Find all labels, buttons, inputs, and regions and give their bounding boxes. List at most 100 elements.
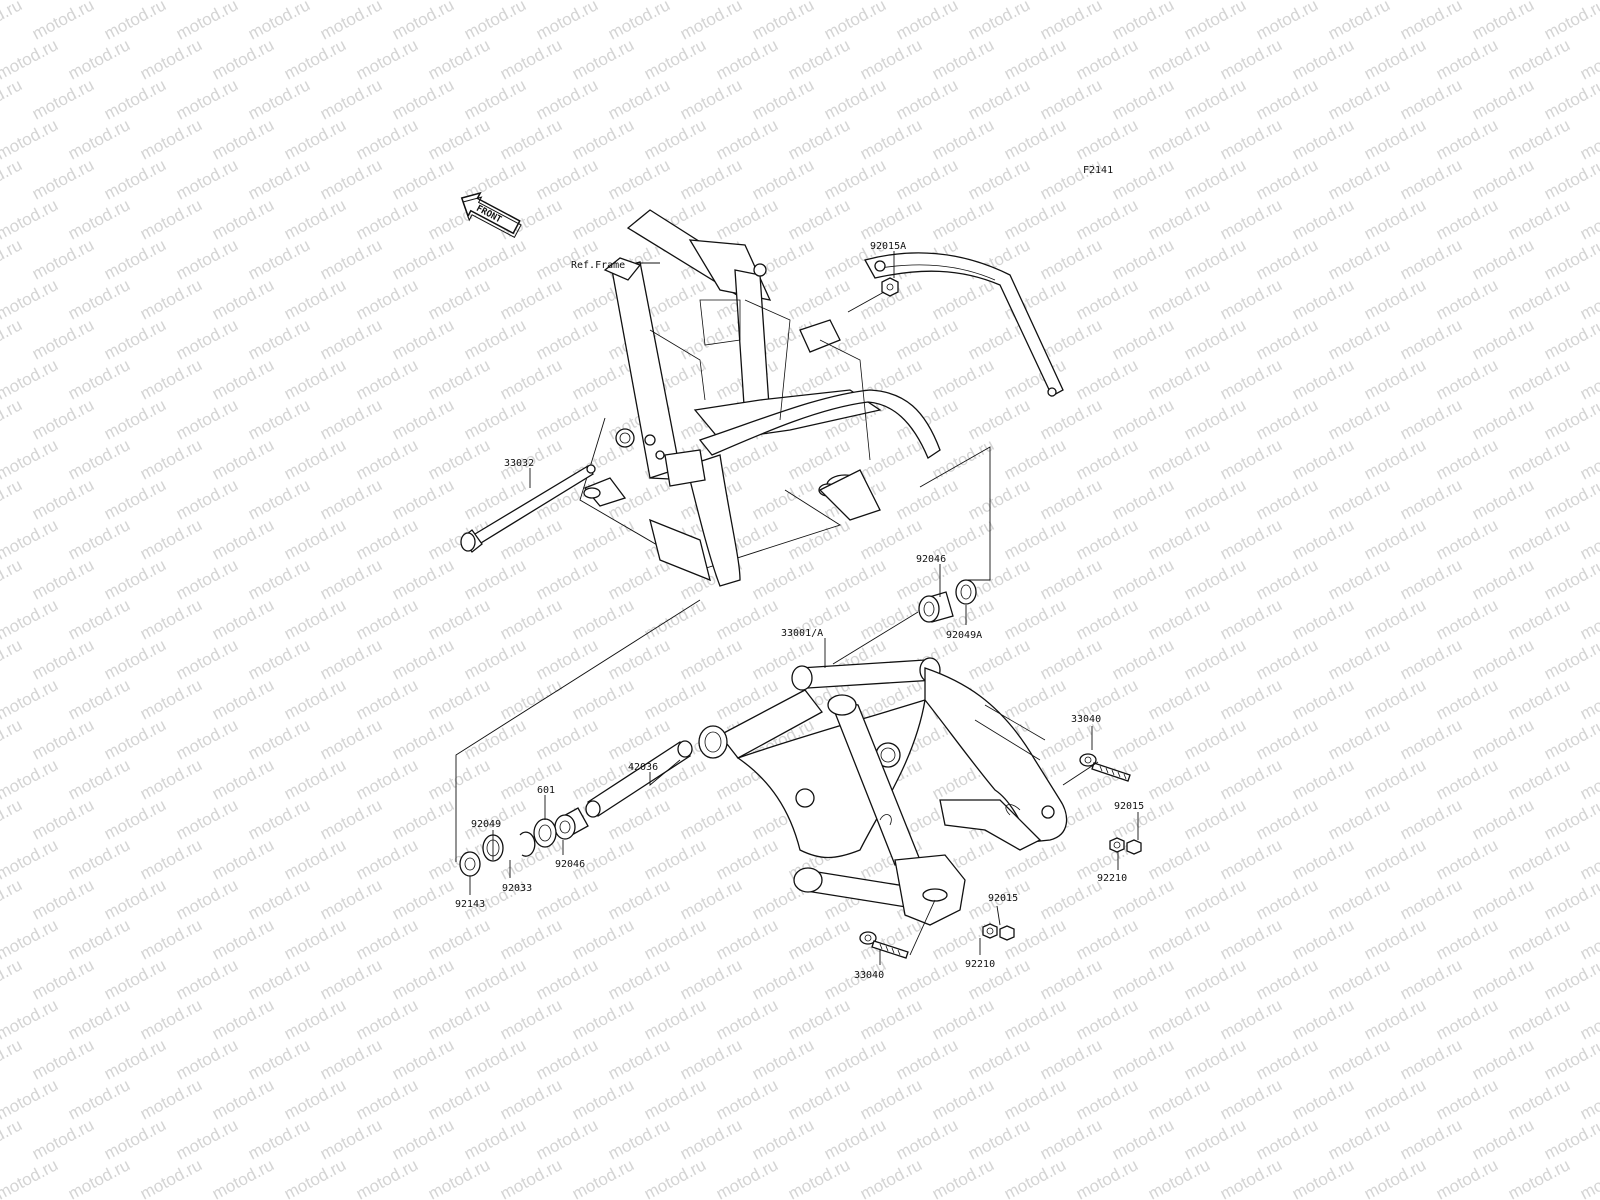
callout-92015A: 92015A bbox=[870, 241, 906, 252]
watermark-text: motod.ru bbox=[0, 1115, 25, 1163]
watermark-text: motod.ru bbox=[1253, 235, 1321, 283]
watermark-text: motod.ru bbox=[1109, 635, 1177, 683]
watermark-text: motod.ru bbox=[389, 235, 457, 283]
watermark-text: motod.ru bbox=[1037, 235, 1105, 283]
watermark-text: motod.ru bbox=[1181, 0, 1249, 44]
watermark-text: motod.ru bbox=[821, 75, 889, 123]
watermark-text: motod.ru bbox=[749, 475, 817, 523]
watermark-text: motod.ru bbox=[569, 35, 637, 83]
watermark-text: motod.ru bbox=[1433, 355, 1501, 403]
watermark-text: motod.ru bbox=[1361, 995, 1429, 1043]
watermark-text: motod.ru bbox=[0, 355, 61, 403]
watermark-text: motod.ru bbox=[0, 75, 25, 123]
watermark-text: motod.ru bbox=[1253, 795, 1321, 843]
watermark-text: motod.ru bbox=[209, 595, 277, 643]
watermark-text: motod.ru bbox=[1505, 435, 1573, 483]
watermark-text: motod.ru bbox=[1289, 675, 1357, 723]
watermark-text: motod.ru bbox=[317, 635, 385, 683]
watermark-text: motod.ru bbox=[281, 1075, 349, 1123]
watermark-text: motod.ru bbox=[1325, 555, 1393, 603]
watermark-text: motod.ru bbox=[533, 75, 601, 123]
watermark-text: motod.ru bbox=[1397, 395, 1465, 443]
watermark-text: motod.ru bbox=[461, 75, 529, 123]
watermark-text: motod.ru bbox=[1469, 875, 1537, 923]
watermark-text: motod.ru bbox=[1433, 995, 1501, 1043]
watermark-text: motod.ru bbox=[0, 435, 61, 483]
watermark-text: motod.ru bbox=[317, 1035, 385, 1083]
watermark-text: motod.ru bbox=[353, 435, 421, 483]
watermark-text: motod.ru bbox=[101, 795, 169, 843]
watermark-text: motod.ru bbox=[569, 675, 637, 723]
watermark-text: motod.ru bbox=[929, 1075, 997, 1123]
watermark-text: motod.ru bbox=[1361, 675, 1429, 723]
watermark-text: motod.ru bbox=[1361, 115, 1429, 163]
watermark-text: motod.ru bbox=[1433, 35, 1501, 83]
watermark-text: motod.ru bbox=[29, 555, 97, 603]
watermark-text: motod.ru bbox=[533, 635, 601, 683]
watermark-text: motod.ru bbox=[65, 755, 133, 803]
watermark-text: motod.ru bbox=[605, 75, 673, 123]
watermark-text: motod.ru bbox=[1469, 955, 1537, 1003]
watermark-text: motod.ru bbox=[29, 155, 97, 203]
watermark-text: motod.ru bbox=[1253, 155, 1321, 203]
watermark-text: motod.ru bbox=[785, 275, 853, 323]
watermark-text: motod.ru bbox=[857, 35, 925, 83]
watermark-text: motod.ru bbox=[173, 635, 241, 683]
watermark-text: motod.ru bbox=[173, 0, 241, 44]
watermark-text: motod.ru bbox=[317, 1115, 385, 1163]
watermark-text: motod.ru bbox=[281, 355, 349, 403]
watermark-text: motod.ru bbox=[65, 1155, 133, 1200]
watermark-text: motod.ru bbox=[1001, 1075, 1069, 1123]
watermark-text: motod.ru bbox=[965, 75, 1033, 123]
watermark-text: motod.ru bbox=[1109, 395, 1177, 443]
watermark-text: motod.ru bbox=[1289, 355, 1357, 403]
watermark-text: motod.ru bbox=[1541, 235, 1600, 283]
watermark-text: motod.ru bbox=[281, 915, 349, 963]
watermark-text: motod.ru bbox=[857, 1075, 925, 1123]
callout-33040-bottom: 33040 bbox=[854, 970, 884, 981]
watermark-text: motod.ru bbox=[425, 35, 493, 83]
watermark-text: motod.ru bbox=[749, 555, 817, 603]
watermark-text: motod.ru bbox=[245, 315, 313, 363]
watermark-text: motod.ru bbox=[1109, 1035, 1177, 1083]
watermark-text: motod.ru bbox=[1145, 595, 1213, 643]
watermark-text: motod.ru bbox=[677, 875, 745, 923]
watermark-text: motod.ru bbox=[713, 915, 781, 963]
watermark-text: motod.ru bbox=[0, 155, 25, 203]
watermark-text: motod.ru bbox=[1361, 835, 1429, 883]
watermark-text: motod.ru bbox=[29, 75, 97, 123]
watermark-text: motod.ru bbox=[1109, 155, 1177, 203]
watermark-text: motod.ru bbox=[1217, 515, 1285, 563]
watermark-text: motod.ru bbox=[389, 635, 457, 683]
callout-92015-right: 92015 bbox=[1114, 801, 1144, 812]
collar-42036 bbox=[585, 740, 693, 818]
watermark-text: motod.ru bbox=[1397, 315, 1465, 363]
watermark-text: motod.ru bbox=[1397, 155, 1465, 203]
watermark-text: motod.ru bbox=[1433, 195, 1501, 243]
watermark-text: motod.ru bbox=[1001, 515, 1069, 563]
watermark-text: motod.ru bbox=[1541, 635, 1600, 683]
watermark-text: motod.ru bbox=[1397, 1035, 1465, 1083]
watermark-text: motod.ru bbox=[137, 435, 205, 483]
watermark-text: motod.ru bbox=[1289, 1075, 1357, 1123]
watermark-text: motod.ru bbox=[1325, 155, 1393, 203]
watermark-text: motod.ru bbox=[245, 795, 313, 843]
watermark-text: motod.ru bbox=[821, 555, 889, 603]
watermark-text: motod.ru bbox=[965, 635, 1033, 683]
watermark-text: motod.ru bbox=[353, 355, 421, 403]
watermark-text: motod.ru bbox=[1145, 515, 1213, 563]
nut-92015-right bbox=[1126, 839, 1142, 855]
watermark-text: motod.ru bbox=[1397, 0, 1465, 44]
watermark-text: motod.ru bbox=[317, 955, 385, 1003]
watermark-text: motod.ru bbox=[1109, 955, 1177, 1003]
watermark-text: motod.ru bbox=[137, 755, 205, 803]
watermark-text: motod.ru bbox=[281, 275, 349, 323]
watermark-text: motod.ru bbox=[1289, 595, 1357, 643]
circlip-92033 bbox=[519, 831, 536, 857]
watermark-text: motod.ru bbox=[137, 355, 205, 403]
callout-92046-bottom: 92046 bbox=[555, 859, 585, 870]
watermark-text: motod.ru bbox=[641, 675, 709, 723]
watermark-text: motod.ru bbox=[317, 875, 385, 923]
watermark-text: motod.ru bbox=[1217, 835, 1285, 883]
callout-33040-right: 33040 bbox=[1071, 714, 1101, 725]
